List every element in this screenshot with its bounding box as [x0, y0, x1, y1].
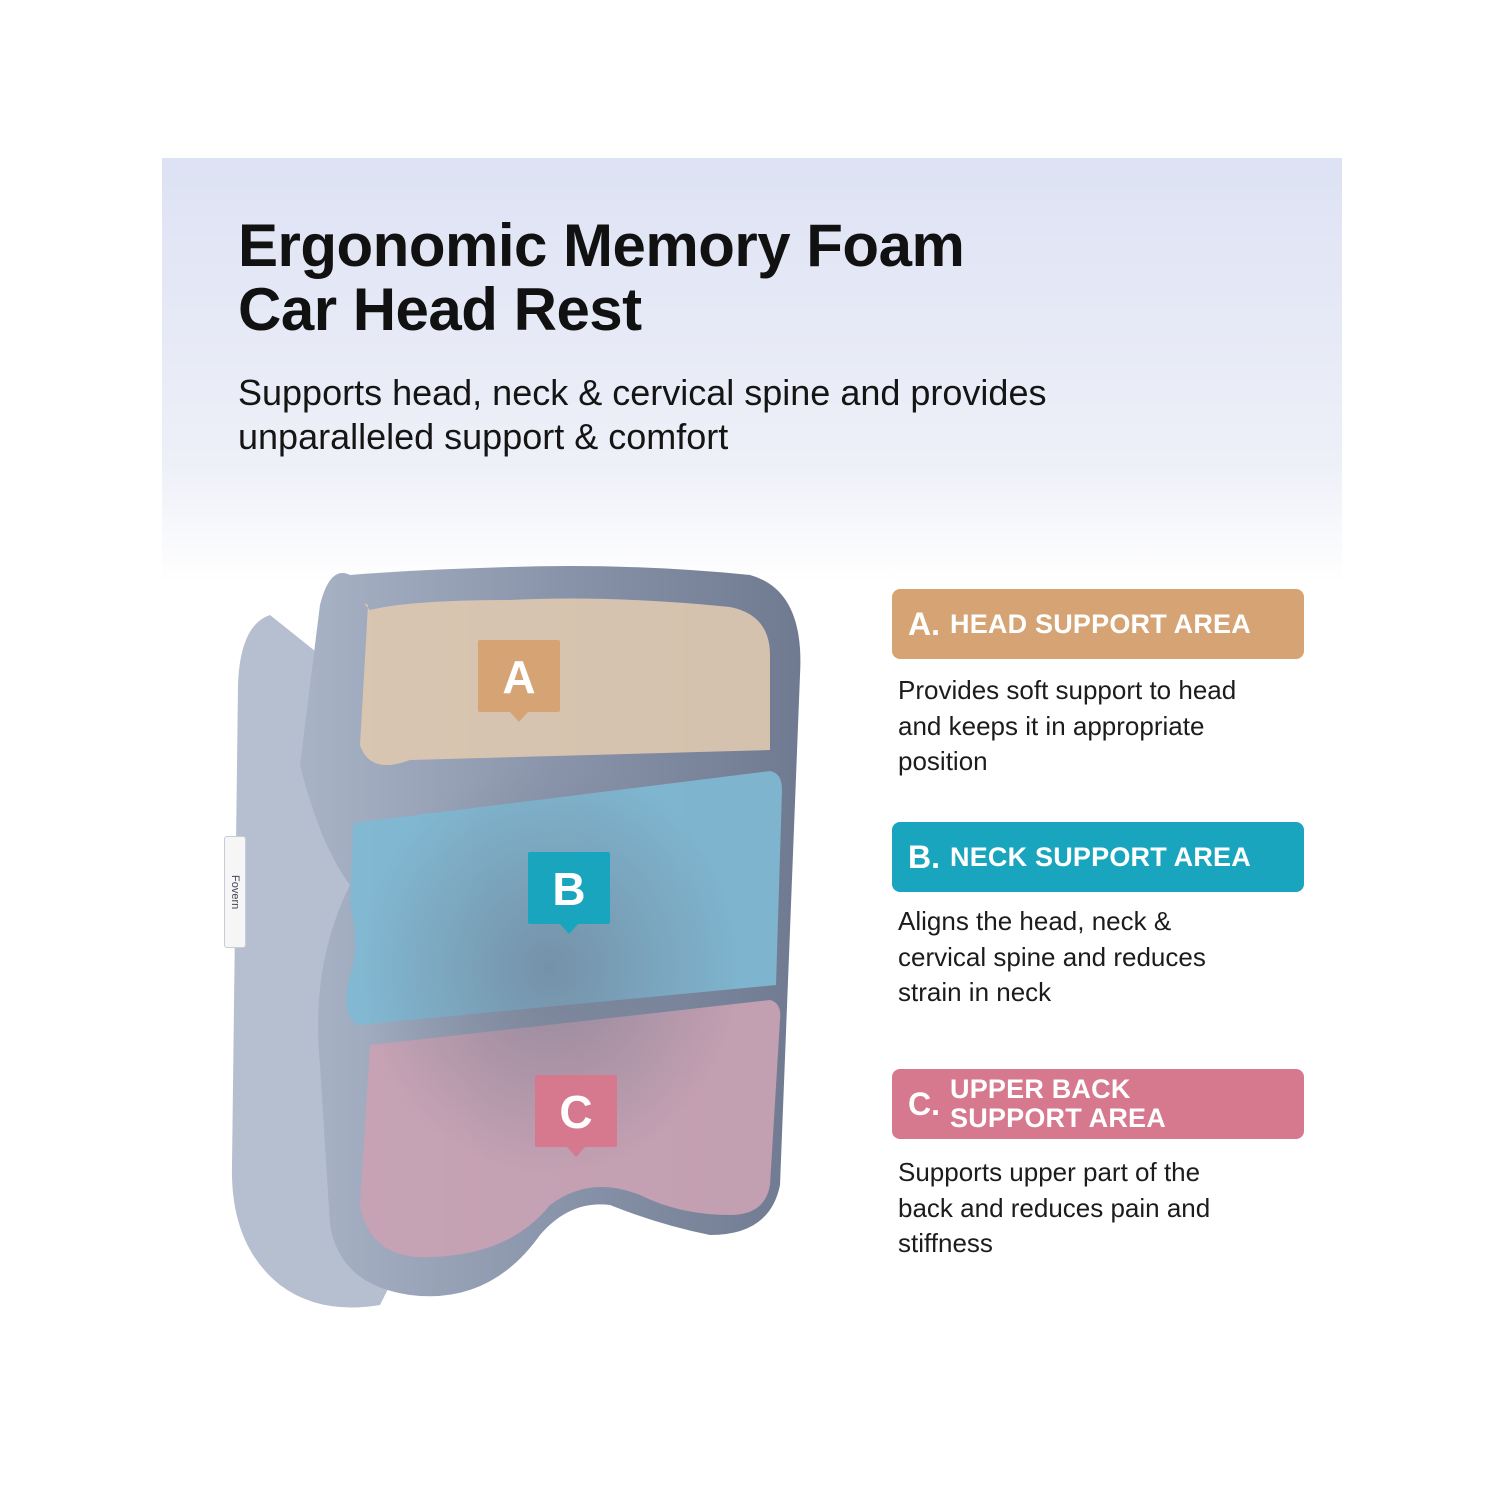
head-support-label: HEAD SUPPORT AREA — [950, 608, 1251, 639]
upper-back-support-label-line-2: SUPPORT AREA — [950, 1103, 1166, 1133]
upper-back-support-letter: C. — [908, 1086, 940, 1122]
head-support-label-line-1: HEAD SUPPORT AREA — [950, 608, 1251, 639]
neck-support-label-line-1: NECK SUPPORT AREA — [950, 841, 1251, 872]
upper-back-support-desc-line-3: stiffness — [898, 1228, 993, 1258]
upper-back-support-label-line-1: UPPER BACK — [950, 1074, 1131, 1104]
zone-a-letter: A — [502, 651, 535, 703]
subtitle-line-1: Supports head, neck & cervical spine and… — [238, 372, 1047, 413]
brand-tag: Fovern — [224, 836, 246, 948]
head-support-desc-line-1: Provides soft support to head — [898, 675, 1237, 705]
neck-support-letter: B. — [908, 839, 940, 875]
zone-b-badge: B — [528, 852, 610, 934]
zone-c-badge: C — [535, 1075, 617, 1157]
headrest-pillow-illustration: A B C — [231, 566, 801, 1308]
head-support-letter: A. — [908, 606, 940, 642]
head-support-desc-line-3: position — [898, 746, 988, 776]
head-support-description: Provides soft support to head and keeps … — [898, 673, 1308, 780]
head-support-banner: A. HEAD SUPPORT AREA — [892, 589, 1304, 659]
upper-back-support-desc-line-1: Supports upper part of the — [898, 1157, 1201, 1187]
title-line-2: Car Head Rest — [238, 276, 642, 343]
neck-support-desc-line-3: strain in neck — [898, 977, 1052, 1007]
zone-a-panel — [360, 598, 770, 765]
zone-b-letter: B — [552, 863, 585, 915]
upper-back-support-description: Supports upper part of the back and redu… — [898, 1155, 1308, 1262]
head-support-desc-line-2: and keeps it in appropriate — [898, 710, 1205, 741]
neck-support-description: Aligns the head, neck & cervical spine a… — [898, 904, 1308, 1011]
page-title: Ergonomic Memory Foam Car Head Rest — [238, 214, 1238, 342]
upper-back-support-desc-line-2: back and reduces pain and — [898, 1192, 1211, 1223]
zone-c-letter: C — [559, 1086, 592, 1138]
neck-support-banner: B. NECK SUPPORT AREA — [892, 822, 1304, 892]
page-subtitle: Supports head, neck & cervical spine and… — [238, 371, 1238, 459]
upper-back-support-label: UPPER BACK SUPPORT AREA — [950, 1075, 1166, 1133]
neck-support-desc-line-2: cervical spine and reduces — [898, 941, 1206, 972]
subtitle-line-2: unparalleled support & comfort — [238, 416, 729, 457]
neck-support-label: NECK SUPPORT AREA — [950, 841, 1251, 872]
neck-support-desc-line-1: Aligns the head, neck & — [898, 906, 1172, 936]
zone-a-badge: A — [478, 640, 560, 722]
upper-back-support-banner: C. UPPER BACK SUPPORT AREA — [892, 1069, 1304, 1139]
title-line-1: Ergonomic Memory Foam — [238, 212, 965, 279]
